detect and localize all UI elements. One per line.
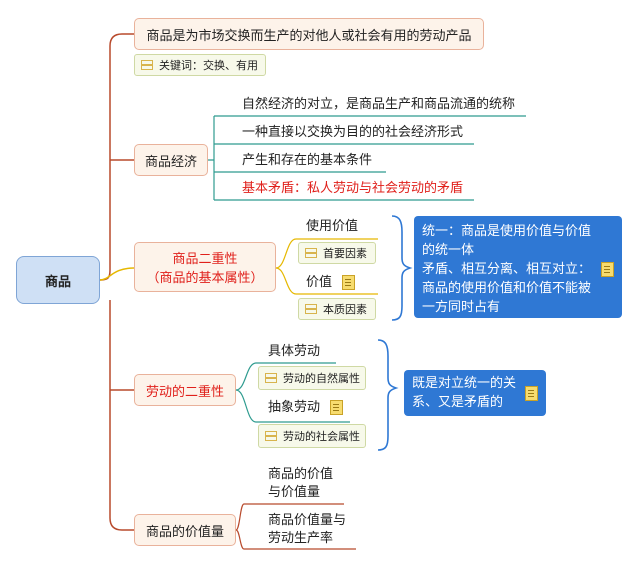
labor-summary-callout[interactable]: 既是对立统一的关系、又是矛盾的: [404, 370, 546, 416]
definition-keyword-text: 关键词：交换、有用: [159, 59, 258, 72]
use-value-node[interactable]: 使用价值: [306, 219, 359, 234]
economy-item-4[interactable]: 基本矛盾：私人劳动与社会劳动的矛盾: [242, 181, 464, 196]
duality-summary-text: 统一：商品是使用价值与价值的统一体 矛盾、相互分离、相互对立：商品的使用价值和价…: [422, 224, 592, 315]
use-value-note: 首要因素: [298, 242, 376, 264]
value-magnitude-item-2-line1: 商品价值量与: [268, 513, 347, 528]
root-node-commodity[interactable]: 商品: [16, 256, 100, 304]
note-icon: [141, 60, 153, 70]
value-label: 价值: [306, 275, 333, 290]
value-magnitude-item-1-line1: 商品的价值: [268, 467, 334, 482]
value-note-text: 本质因素: [323, 303, 367, 316]
memo-icon[interactable]: [525, 385, 538, 401]
memo-icon[interactable]: [342, 275, 356, 290]
economy-item-1[interactable]: 自然经济的对立，是商品生产和商品流通的统称: [242, 97, 516, 112]
value-magnitude-item-1-line2: 与价值量: [268, 485, 321, 500]
value-magnitude-item-1[interactable]: 商品的价值 与价值量: [268, 466, 333, 502]
abstract-labor-label: 抽象劳动: [268, 400, 321, 415]
note-icon: [265, 431, 277, 441]
economy-item-3[interactable]: 产生和存在的基本条件: [242, 153, 373, 168]
value-magnitude-item-2-line2: 劳动生产率: [268, 531, 334, 546]
concrete-labor-note-text: 劳动的自然属性: [283, 372, 360, 385]
duality-title-line1: 商品二重性: [172, 252, 238, 267]
value-magnitude-item-2[interactable]: 商品价值量与 劳动生产率: [268, 512, 346, 548]
note-icon: [305, 248, 317, 258]
branch-labor-duality[interactable]: 劳动的二重性: [134, 374, 236, 406]
memo-icon[interactable]: [601, 262, 614, 277]
note-icon: [305, 304, 317, 314]
concrete-labor-note: 劳动的自然属性: [258, 366, 366, 390]
value-note: 本质因素: [298, 298, 376, 320]
value-node[interactable]: 价值: [306, 274, 356, 292]
abstract-labor-note: 劳动的社会属性: [258, 424, 366, 448]
abstract-labor-note-text: 劳动的社会属性: [283, 430, 360, 443]
note-icon: [265, 373, 277, 383]
use-value-note-text: 首要因素: [323, 247, 367, 260]
definition-keyword-note: 关键词：交换、有用: [134, 54, 266, 76]
branch-commodity-duality[interactable]: 商品二重性 （商品的基本属性）: [134, 242, 276, 292]
duality-summary-callout[interactable]: 统一：商品是使用价值与价值的统一体 矛盾、相互分离、相互对立：商品的使用价值和价…: [414, 216, 622, 318]
abstract-labor-node[interactable]: 抽象劳动: [268, 399, 344, 417]
branch-value-magnitude[interactable]: 商品的价值量: [134, 514, 236, 546]
labor-summary-text: 既是对立统一的关系、又是矛盾的: [412, 376, 517, 410]
branch-definition[interactable]: 商品是为市场交换而生产的对他人或社会有用的劳动产品: [134, 18, 484, 50]
economy-item-2[interactable]: 一种直接以交换为目的的社会经济形式: [242, 125, 464, 140]
memo-icon[interactable]: [330, 400, 344, 415]
concrete-labor-node[interactable]: 具体劳动: [268, 344, 321, 359]
duality-title-line2: （商品的基本属性）: [146, 271, 264, 286]
branch-commodity-economy[interactable]: 商品经济: [134, 144, 208, 176]
